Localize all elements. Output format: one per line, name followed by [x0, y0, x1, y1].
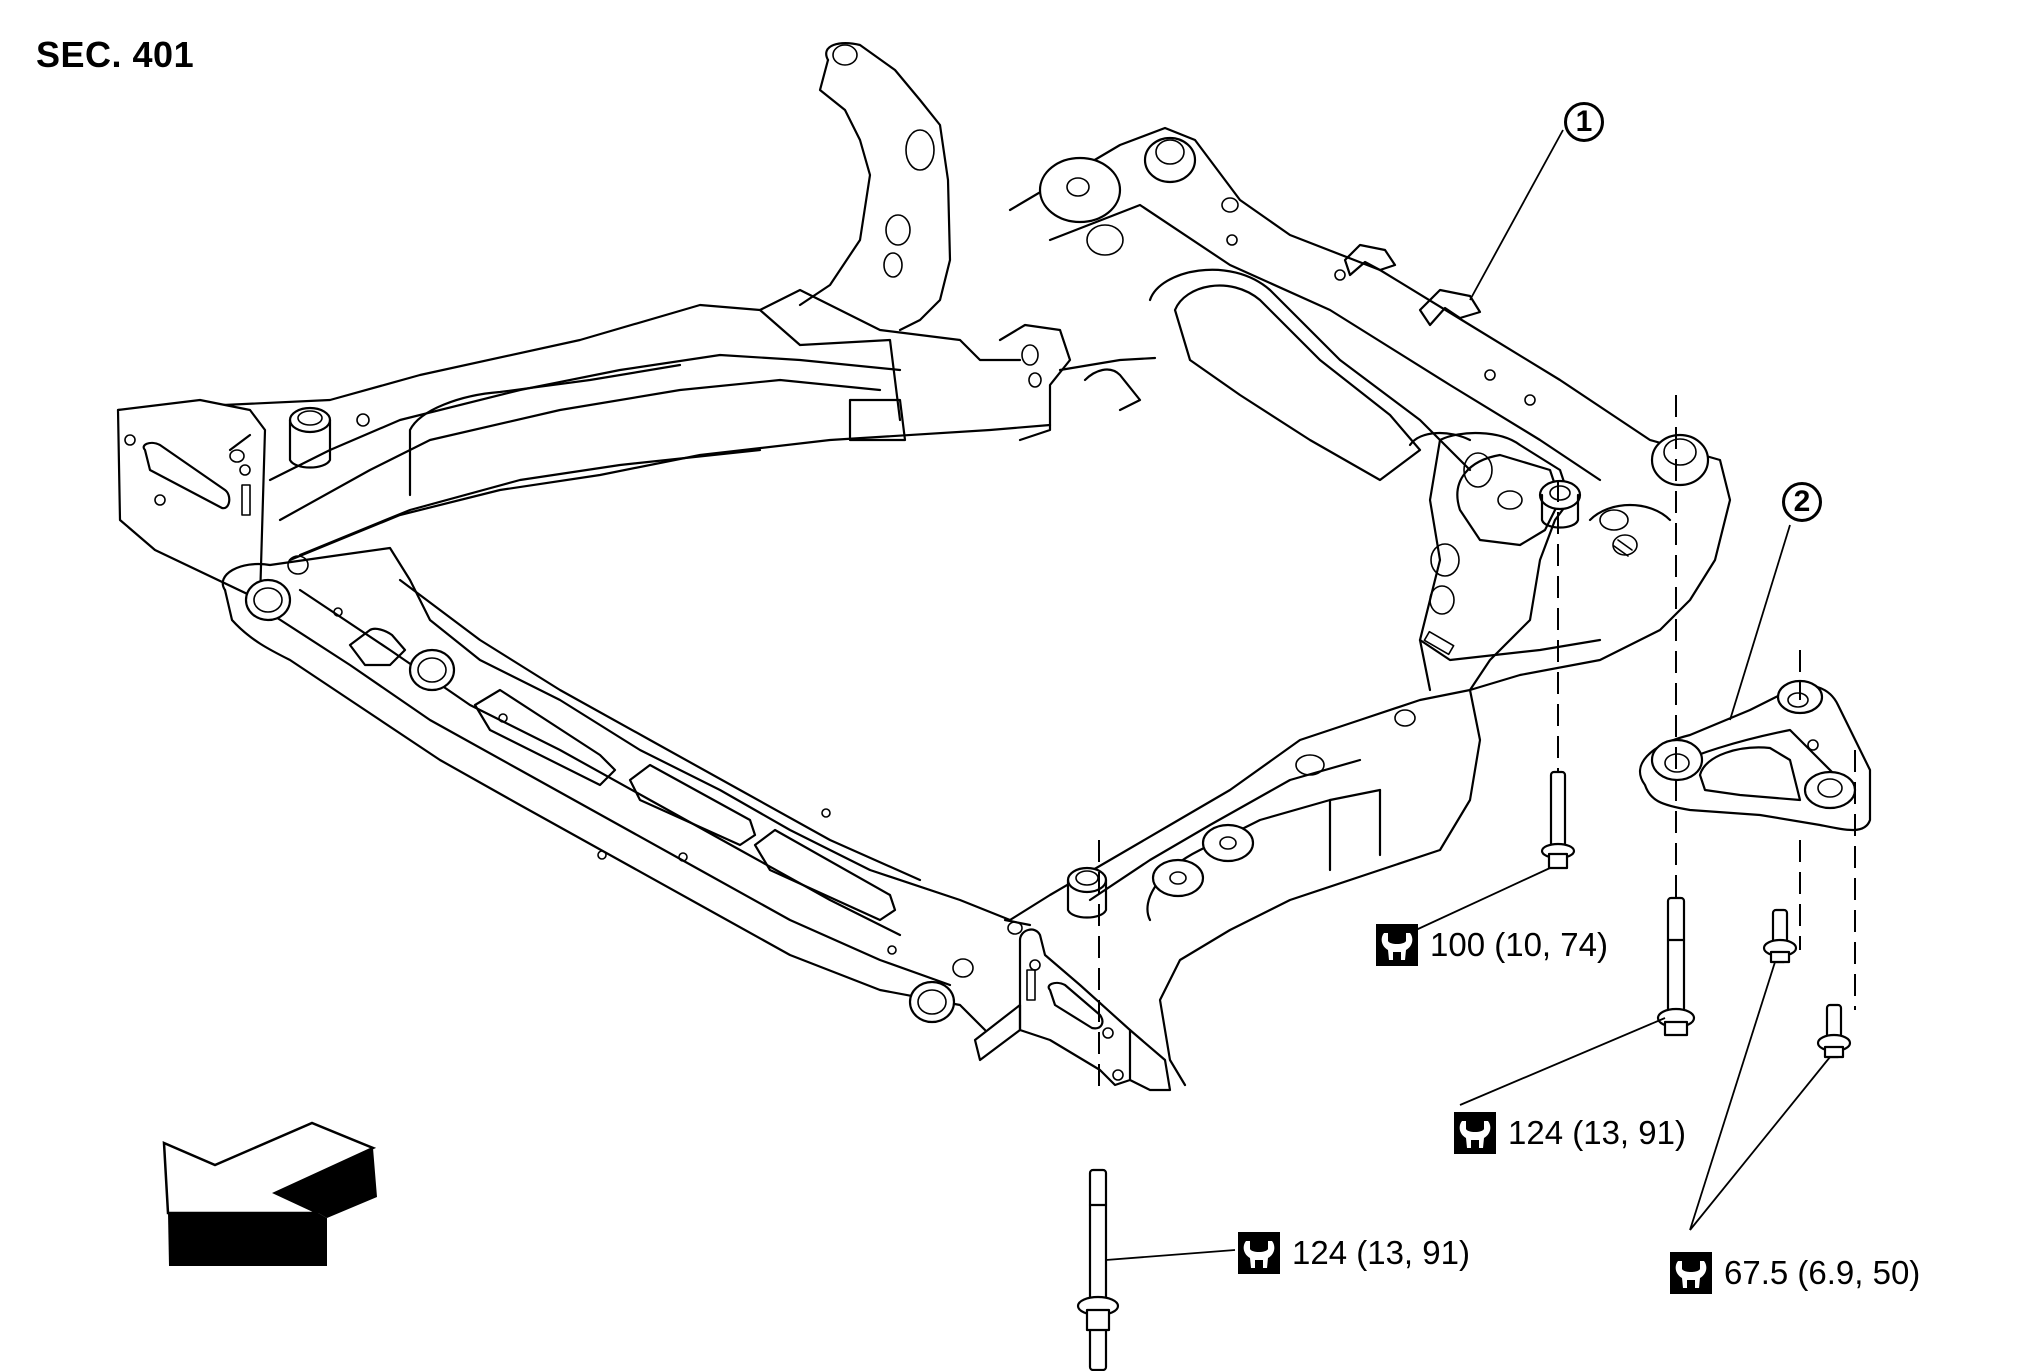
- torque-wrench-icon: [1376, 924, 1418, 966]
- bolt-bracket-b: [1816, 1003, 1852, 1059]
- callout-number: 1: [1575, 105, 1593, 138]
- right-side-member: [973, 432, 1582, 1092]
- rear-crossmember: [1008, 126, 1732, 692]
- bolt-rear-long: [1656, 896, 1696, 1037]
- reinforcement-bracket: [1638, 679, 1872, 832]
- install-lines: [1098, 395, 1856, 1095]
- bolt-bracket-a: [1762, 908, 1798, 964]
- bolt-front-right: [1076, 1168, 1120, 1371]
- torque-wrench-icon: [1670, 1252, 1712, 1294]
- torque-spec-bracket-bolts: 67.5 (6.9, 50): [1670, 1252, 1920, 1294]
- torque-value: 100 (10, 74): [1430, 926, 1608, 963]
- vehicle-front-arrow-icon: [162, 1121, 377, 1266]
- left-side-member: [116, 42, 1157, 602]
- leader-lines: [1105, 129, 1831, 1261]
- section-title: SEC. 401: [36, 34, 195, 75]
- torque-value: 67.5 (6.9, 50): [1724, 1254, 1921, 1291]
- callout-part-1: 1: [1564, 102, 1604, 142]
- bolt-rear-left: [1540, 770, 1576, 870]
- callout-part-2: 2: [1782, 482, 1822, 522]
- torque-wrench-icon: [1454, 1112, 1496, 1154]
- front-crossmember: [221, 546, 1012, 1032]
- torque-spec-rear-bolt: 100 (10, 74): [1376, 924, 1608, 966]
- torque-value: 124 (13, 91): [1508, 1114, 1686, 1151]
- torque-spec-front-bolt: 124 (13, 91): [1238, 1232, 1470, 1274]
- torque-wrench-icon: [1238, 1232, 1280, 1274]
- torque-spec-rear-long-bolt: 124 (13, 91): [1454, 1112, 1686, 1154]
- torque-value: 124 (13, 91): [1292, 1234, 1470, 1271]
- callout-number: 2: [1793, 485, 1811, 518]
